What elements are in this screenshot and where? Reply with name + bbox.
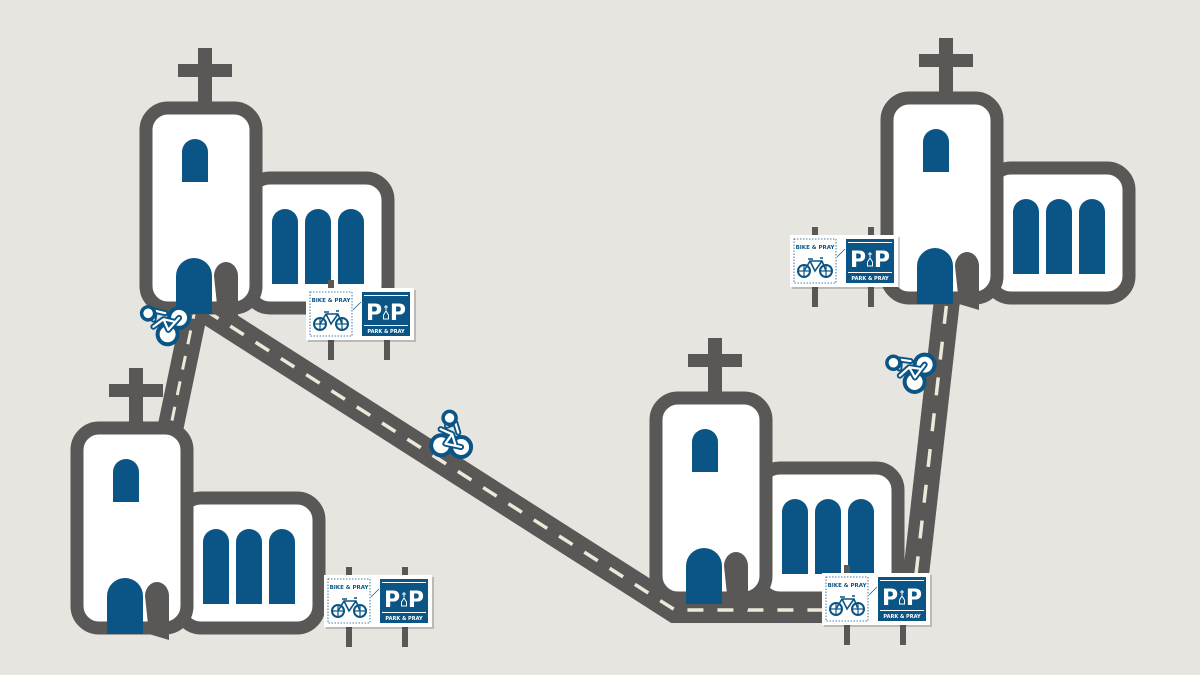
bike-and-pray-label: BIKE & PRAY bbox=[828, 583, 868, 589]
sign-top-left: BIKE & PRAY P P PARK & PRAY bbox=[305, 279, 417, 361]
sign-top-right: BIKE & PRAY P P PARK & PRAY bbox=[789, 226, 901, 308]
park-and-pray-label: PARK & PRAY bbox=[883, 614, 921, 620]
park-and-pray-label: PARK & PRAY bbox=[385, 616, 423, 622]
sign-bottom-left: BIKE & PRAY P P PARK & PRAY bbox=[323, 566, 435, 648]
bike-and-pray-label: BIKE & PRAY bbox=[312, 298, 352, 304]
park-letters: P P bbox=[384, 588, 424, 613]
bike-and-pray-label: BIKE & PRAY bbox=[796, 245, 836, 251]
bike-and-pray-label: BIKE & PRAY bbox=[330, 585, 370, 591]
park-and-pray-label: PARK & PRAY bbox=[367, 329, 405, 335]
sign-bottom-center: BIKE & PRAY P P PARK & PRAY bbox=[821, 564, 933, 646]
park-letters: P P bbox=[366, 301, 406, 326]
park-letters: P P bbox=[850, 248, 890, 273]
park-and-pray-label: PARK & PRAY bbox=[851, 276, 889, 282]
park-letters: P P bbox=[882, 586, 922, 611]
